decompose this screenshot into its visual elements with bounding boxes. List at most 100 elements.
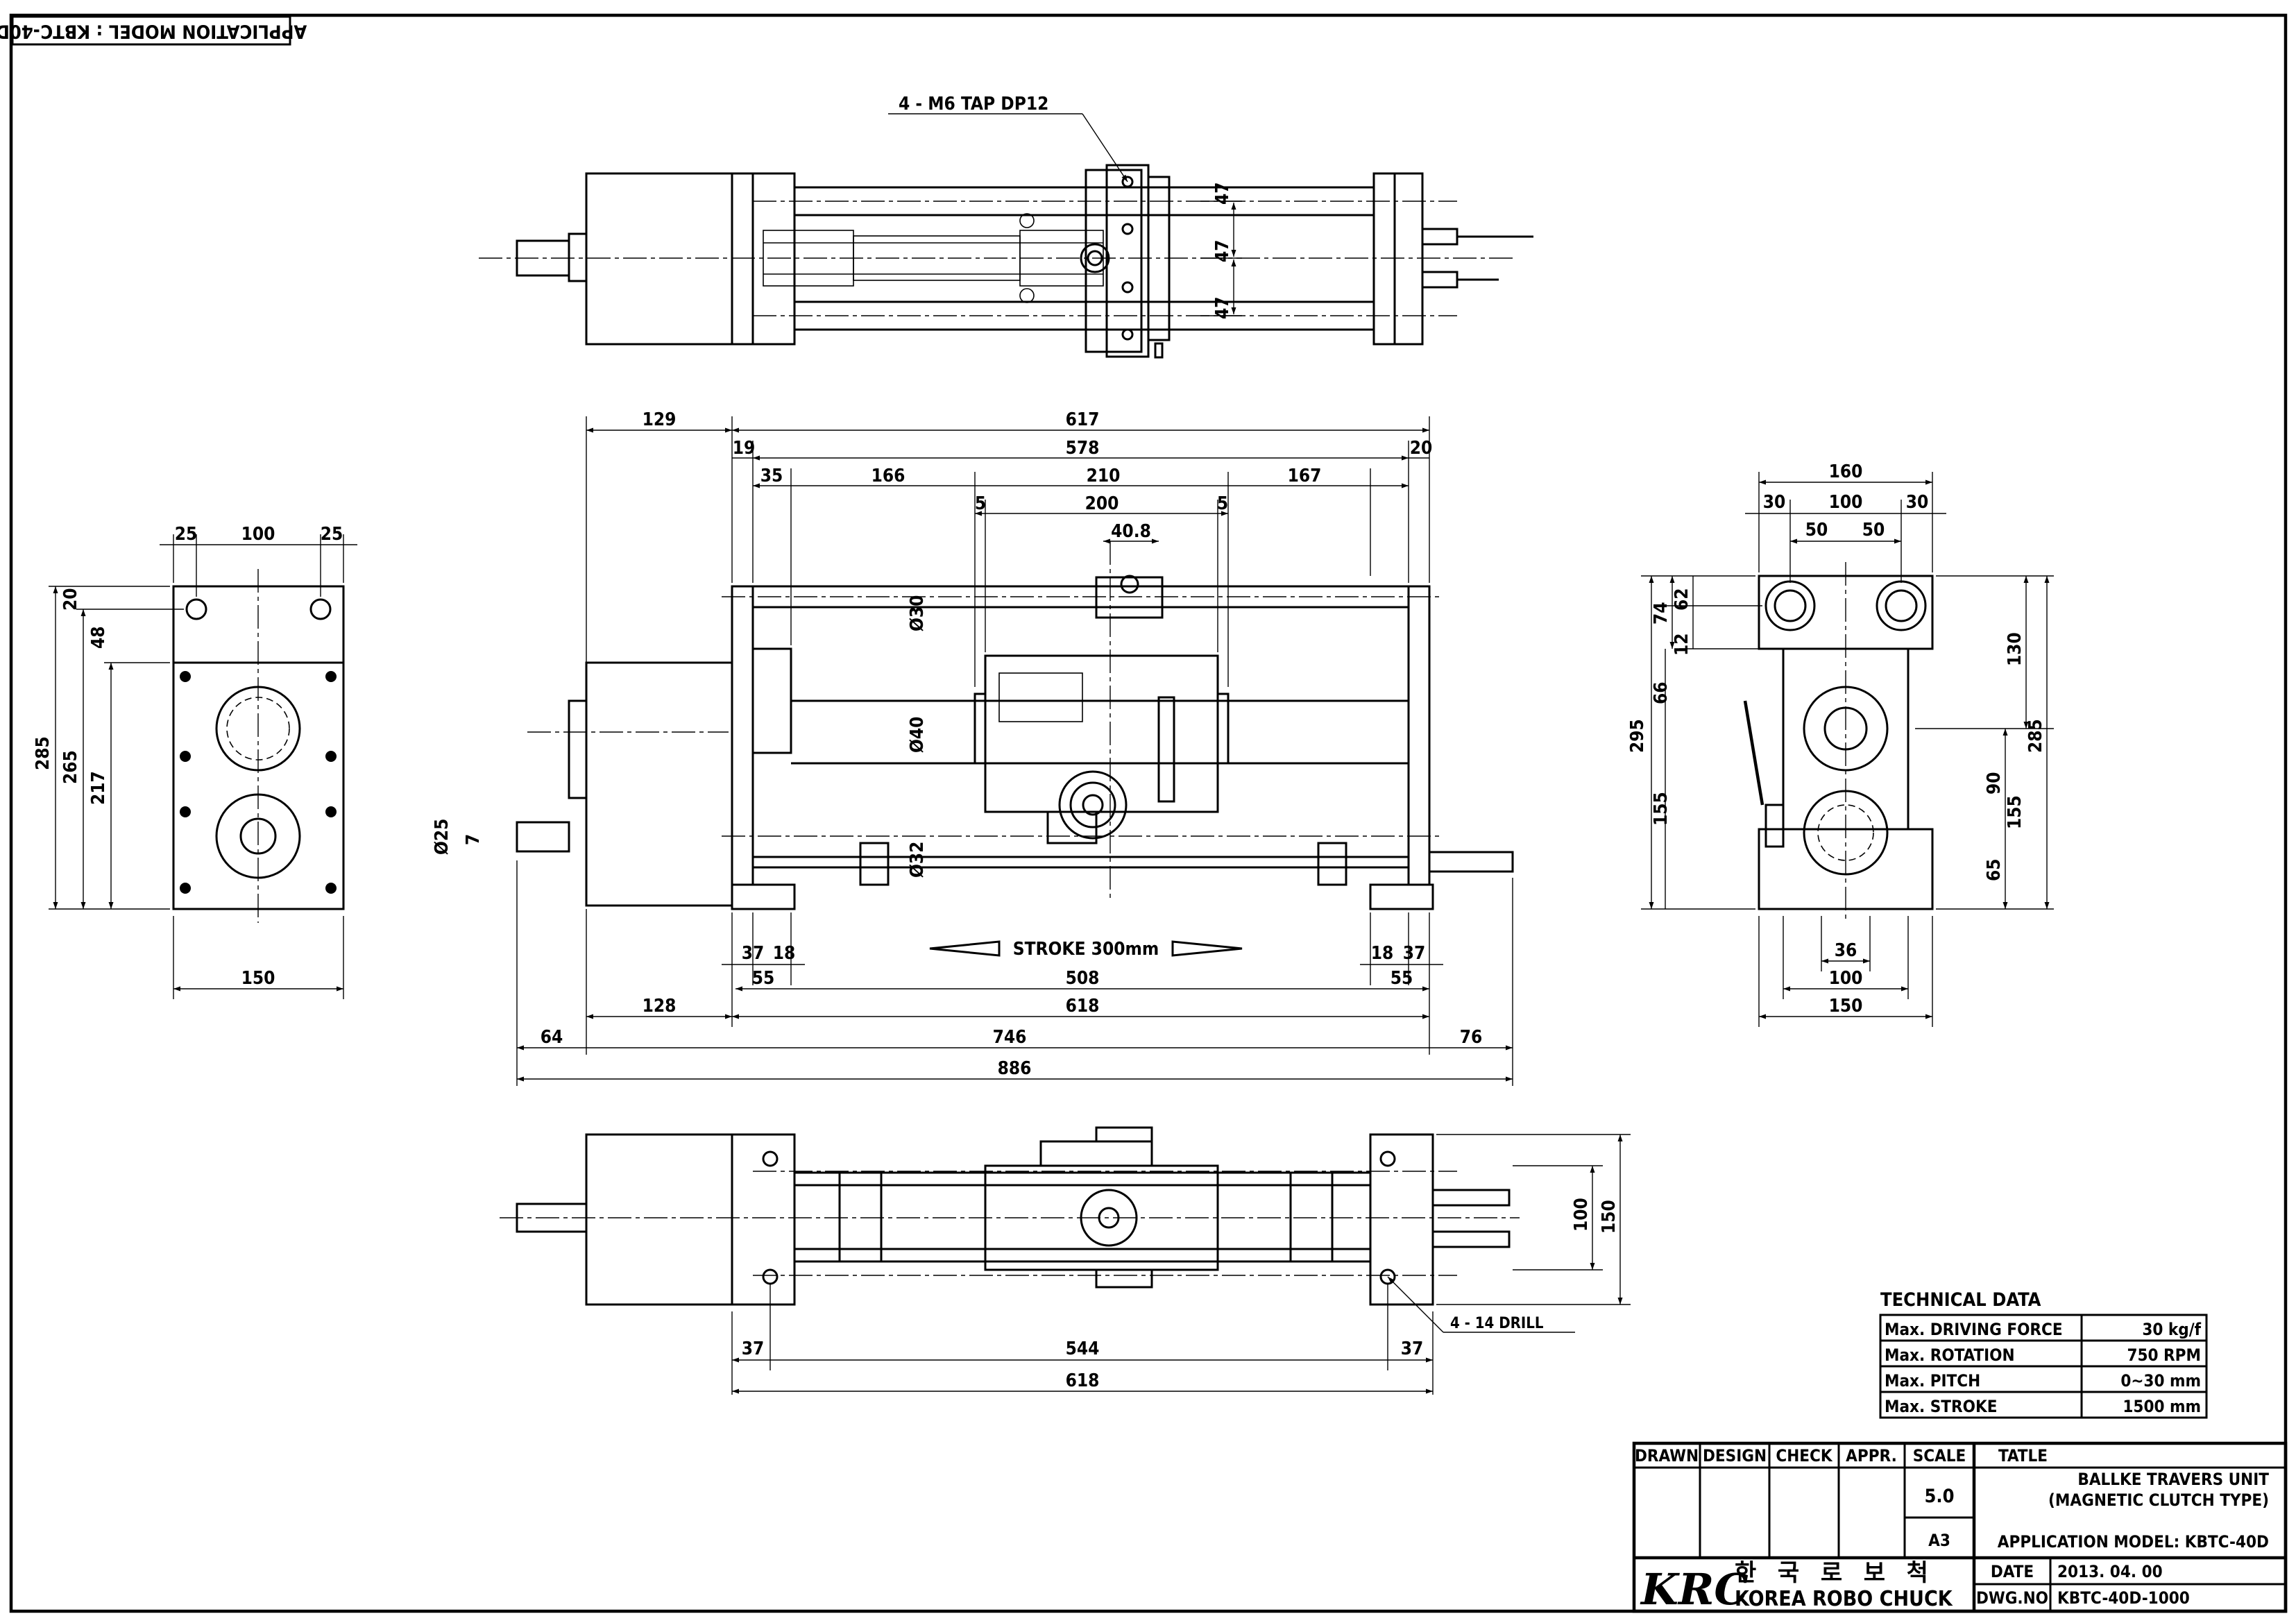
dimension-label: 265 — [60, 750, 81, 784]
dimension-label: 76 — [1460, 1027, 1483, 1048]
tech-row-value: 0~30 mm — [2120, 1371, 2201, 1391]
dimension-label: Ø40 — [907, 717, 928, 753]
dimension-label: 25 — [175, 524, 198, 545]
tech-row-label: Max. PITCH — [1885, 1371, 1980, 1391]
dimension-label: 47 — [1212, 296, 1233, 319]
dimension-label: 12 — [1672, 633, 1692, 656]
title-block: DRAWN DESIGN CHECK APPR. SCALE TATLE 5.0… — [1632, 1441, 2288, 1615]
dimension-label: 74 — [1651, 602, 1672, 624]
dimension-label: 50 — [1862, 520, 1885, 541]
dimension-label: 66 — [1651, 681, 1672, 704]
dimension-label: 130 — [2005, 632, 2025, 666]
dimension-label: 50 — [1805, 520, 1828, 541]
bottom-view: 4 - 14 DRILL 37 544 37 618 100 150 — [500, 1126, 1631, 1395]
title-line-2: (MAGNETIC CLUTCH TYPE) — [2048, 1490, 2269, 1510]
dimension-label: 37 — [742, 943, 765, 964]
company-name-korean: 한 국 로 보 척 — [1735, 1559, 1935, 1587]
right-side-view: 160 30 100 30 50 50 295 74 62 12 66 155 … — [1627, 461, 2054, 1027]
dimension-label: 25 — [321, 524, 343, 545]
dimension-label: 30 — [1763, 492, 1786, 513]
drawn-header: DRAWN — [1635, 1446, 1699, 1465]
tech-row-label: Max. DRIVING FORCE — [1885, 1320, 2063, 1339]
dimension-label: 155 — [2005, 795, 2025, 829]
dimension-label: 100 — [1829, 492, 1863, 513]
dimension-label: Ø32 — [907, 842, 928, 878]
dimension-label: 200 — [1085, 493, 1119, 514]
dimension-label: 48 — [88, 626, 109, 649]
dimension-label: 150 — [1599, 1200, 1619, 1234]
dimension-label: 100 — [1829, 968, 1863, 989]
drill-callout: 4 - 14 DRILL — [1450, 1315, 1544, 1332]
tech-row-label: Max. ROTATION — [1885, 1345, 2015, 1365]
dimension-label: 19 — [733, 438, 756, 459]
scale-header: SCALE — [1913, 1446, 1966, 1465]
front-view: 129 617 19 578 20 35 166 210 167 5 200 5… — [432, 409, 1514, 1086]
appr-header: APPR. — [1846, 1446, 1897, 1465]
tap-callout: 4 - M6 TAP DP12 — [899, 94, 1048, 114]
dimension-label: 295 — [1627, 719, 1648, 753]
dimension-label: 217 — [88, 771, 109, 805]
dimension-label: 5 — [975, 493, 986, 514]
dimension-label: 65 — [1984, 858, 2005, 881]
dimension-label: 886 — [998, 1058, 1032, 1079]
dimension-label: 37 — [1401, 1339, 1424, 1359]
left-end-view: 25 100 25 20 48 285 265 217 150 — [33, 524, 357, 999]
dimension-label: 7 — [463, 834, 484, 845]
tech-row-label: Max. STROKE — [1885, 1397, 1997, 1416]
dimension-label: 128 — [643, 996, 677, 1017]
dimension-label: 18 — [1371, 943, 1394, 964]
title-header: TATLE — [1998, 1446, 2048, 1465]
dimension-label: 62 — [1672, 588, 1692, 611]
dimension-label: 285 — [33, 736, 53, 770]
tech-row-value: 750 RPM — [2127, 1345, 2201, 1365]
dimension-label: 618 — [1066, 996, 1100, 1017]
dimension-label: 618 — [1066, 1370, 1100, 1391]
dimension-label: 47 — [1212, 182, 1233, 205]
dimension-label: 150 — [1829, 996, 1863, 1017]
dimension-label: 150 — [241, 968, 275, 989]
top-view: 47 47 47 4 - M6 TAP DP12 — [479, 94, 1533, 359]
technical-data-title: TECHNICAL DATA — [1880, 1289, 2041, 1311]
dimension-label: 544 — [1066, 1339, 1100, 1359]
dimension-label: 30 — [1906, 492, 1929, 513]
dimension-label: 100 — [1571, 1198, 1592, 1232]
dimension-label: 36 — [1835, 940, 1857, 961]
date-value: 2013. 04. 00 — [2057, 1562, 2163, 1581]
dimension-label: Ø30 — [907, 595, 928, 631]
dimension-label: 100 — [241, 524, 275, 545]
krc-logo: KRC — [1640, 1564, 1749, 1615]
dimension-label: 167 — [1288, 466, 1322, 486]
dimension-label: 20 — [1410, 438, 1433, 459]
dimension-label: 5 — [1217, 493, 1228, 514]
tech-row-value: 1500 mm — [2123, 1397, 2201, 1416]
technical-data-table: TECHNICAL DATA Max. DRIVING FORCE 30 kg/… — [1879, 1289, 2208, 1419]
dimension-label: 18 — [773, 943, 796, 964]
dimension-label: 37 — [1403, 943, 1426, 964]
dimension-label: 210 — [1087, 466, 1121, 486]
paper-size: A3 — [1928, 1531, 1950, 1550]
dimension-label: 37 — [742, 1339, 765, 1359]
dimension-label: 160 — [1829, 461, 1863, 482]
dimension-label: 47 — [1212, 239, 1233, 262]
dimension-label: 285 — [2025, 719, 2046, 753]
dimension-label: 129 — [643, 409, 677, 430]
design-header: DESIGN — [1703, 1446, 1767, 1465]
dimension-label: 40.8 — [1111, 521, 1151, 542]
dimension-label: Ø25 — [432, 819, 452, 855]
dwg-label: DWG.NO — [1976, 1588, 2048, 1608]
dimension-label: 508 — [1066, 968, 1100, 989]
dimension-label: 20 — [60, 588, 81, 611]
dimension-label: 90 — [1984, 772, 2005, 794]
scale-value: 5.0 — [1924, 1486, 1954, 1507]
company-name-english: KOREA ROBO CHUCK — [1735, 1587, 1953, 1611]
dimension-label: 35 — [760, 466, 783, 486]
dimension-label: 617 — [1066, 409, 1100, 430]
dimension-label: 55 — [752, 968, 775, 989]
application-model-tag: APPLICATION MODEL : KBTC-40D — [0, 15, 307, 46]
check-header: CHECK — [1776, 1446, 1833, 1465]
svg-text:APPLICATION MODEL : KBTC-40D: APPLICATION MODEL : KBTC-40D — [0, 21, 307, 42]
dimension-label: 578 — [1066, 438, 1100, 459]
dwg-value: KBTC-40D-1000 — [2057, 1588, 2190, 1608]
dimension-label: 155 — [1651, 792, 1672, 826]
